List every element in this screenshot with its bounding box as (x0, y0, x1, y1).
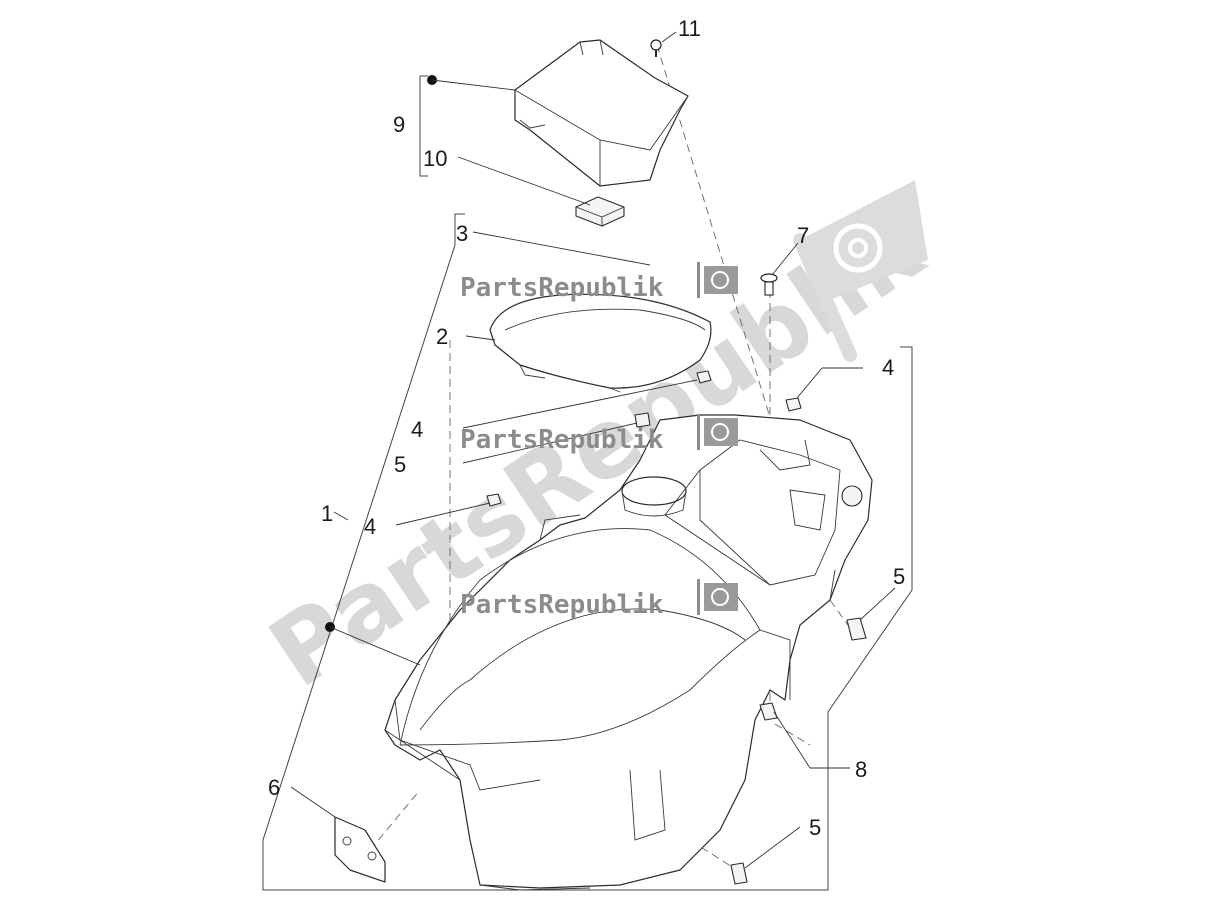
part-4-clip-a (696, 370, 712, 384)
bracket-lines (262, 75, 913, 891)
part-7-screw (760, 273, 778, 296)
part-1-helmet-compartment (384, 414, 873, 891)
watermark-badge-3: PartsRepublik (460, 579, 738, 620)
leader-lines (290, 31, 896, 869)
watermark-brand-text: PartsRepublik (460, 273, 664, 303)
part-2-lid (489, 293, 712, 393)
callout-6: 6 (268, 775, 280, 800)
callout-2: 2 (436, 324, 448, 349)
callout-labels: 11 9 10 3 7 2 4 4 5 1 4 5 8 6 5 (268, 16, 905, 840)
callout-1: 1 (321, 501, 333, 526)
part-9-storage-cover (514, 39, 689, 187)
callout-5: 5 (809, 815, 821, 840)
watermark-badge-2: PartsRepublik (460, 414, 738, 455)
callout-8: 8 (855, 757, 867, 782)
callout-5: 5 (394, 452, 406, 477)
watermark-badge-1: PartsRepublik (460, 262, 738, 303)
gear-icon (711, 271, 729, 289)
part-4-clip-b (785, 397, 802, 412)
callout-4: 4 (364, 514, 376, 539)
callout-7: 7 (797, 223, 809, 248)
callout-10: 10 (423, 146, 447, 171)
part-8-clip (759, 702, 778, 721)
callout-11: 11 (678, 16, 701, 41)
part-6-bracket-plate (334, 816, 386, 883)
part-5-clip-b (846, 617, 867, 641)
callout-4: 4 (882, 355, 894, 380)
gear-icon (711, 588, 729, 606)
watermark-flag-icon (793, 180, 928, 362)
callout-5: 5 (893, 564, 905, 589)
gear-icon (711, 423, 729, 441)
part-5-clip-c (730, 862, 748, 885)
part-10-pad (575, 196, 625, 227)
callout-9: 9 (393, 112, 405, 137)
part-11-screw (650, 39, 662, 57)
callout-3: 3 (456, 221, 468, 246)
callout-4: 4 (411, 417, 423, 442)
watermark-brand-text: PartsRepublik (460, 590, 664, 620)
part-4-clip-c (486, 493, 502, 507)
watermark-brand-text: PartsRepublik (460, 425, 664, 455)
